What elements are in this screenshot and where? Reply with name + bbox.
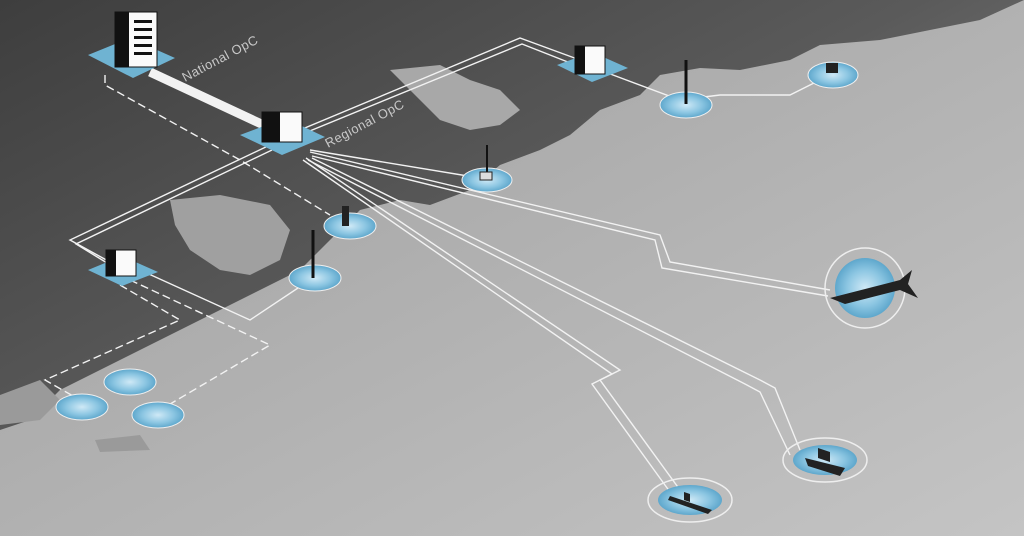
link-national-dashed [104, 75, 331, 216]
network-links [43, 37, 831, 493]
local-station-building-east[interactable] [557, 45, 628, 82]
link-regional-tower [309, 149, 481, 179]
local-station-building-west[interactable] [88, 249, 158, 286]
radar-tower-sensor[interactable] [807, 61, 859, 89]
regional-opc-building[interactable] [240, 111, 325, 155]
link-plane [309, 151, 831, 291]
link-regional-north [299, 37, 581, 131]
ship-sensor[interactable] [782, 437, 868, 483]
link-ship-2 [307, 159, 791, 456]
link-plane-2 [311, 155, 829, 297]
link-ship [311, 157, 801, 451]
national-opc-building[interactable] [88, 11, 175, 78]
landmass-north [390, 65, 520, 130]
link-national-regional [148, 67, 272, 133]
coastal-sensor[interactable] [55, 393, 109, 421]
landmass-west [170, 195, 290, 275]
link-local-east [604, 71, 831, 101]
link-west-tower [139, 269, 311, 321]
submarine-icon [668, 492, 712, 514]
aircraft-icon [830, 270, 918, 304]
radar-tower-sensor[interactable] [659, 60, 713, 119]
sensor-nodes [55, 60, 918, 523]
link-west-coast-2 [129, 279, 272, 411]
ship-icon [805, 448, 845, 476]
link-sub-2 [302, 159, 671, 493]
coastal-sensor[interactable] [131, 401, 185, 429]
link-regional-west [68, 144, 271, 263]
link-regional-west-2 [74, 149, 273, 267]
submarine-sensor[interactable] [647, 477, 733, 523]
coastal-sensor[interactable] [103, 368, 157, 396]
aircraft-sensor[interactable] [824, 247, 918, 329]
landmass-islands [0, 380, 150, 452]
link-regional-north-2 [299, 43, 579, 136]
radar-tower-sensor[interactable] [323, 206, 377, 240]
radar-tower-sensor[interactable] [288, 230, 342, 292]
radar-tower-sensor[interactable] [461, 145, 513, 193]
